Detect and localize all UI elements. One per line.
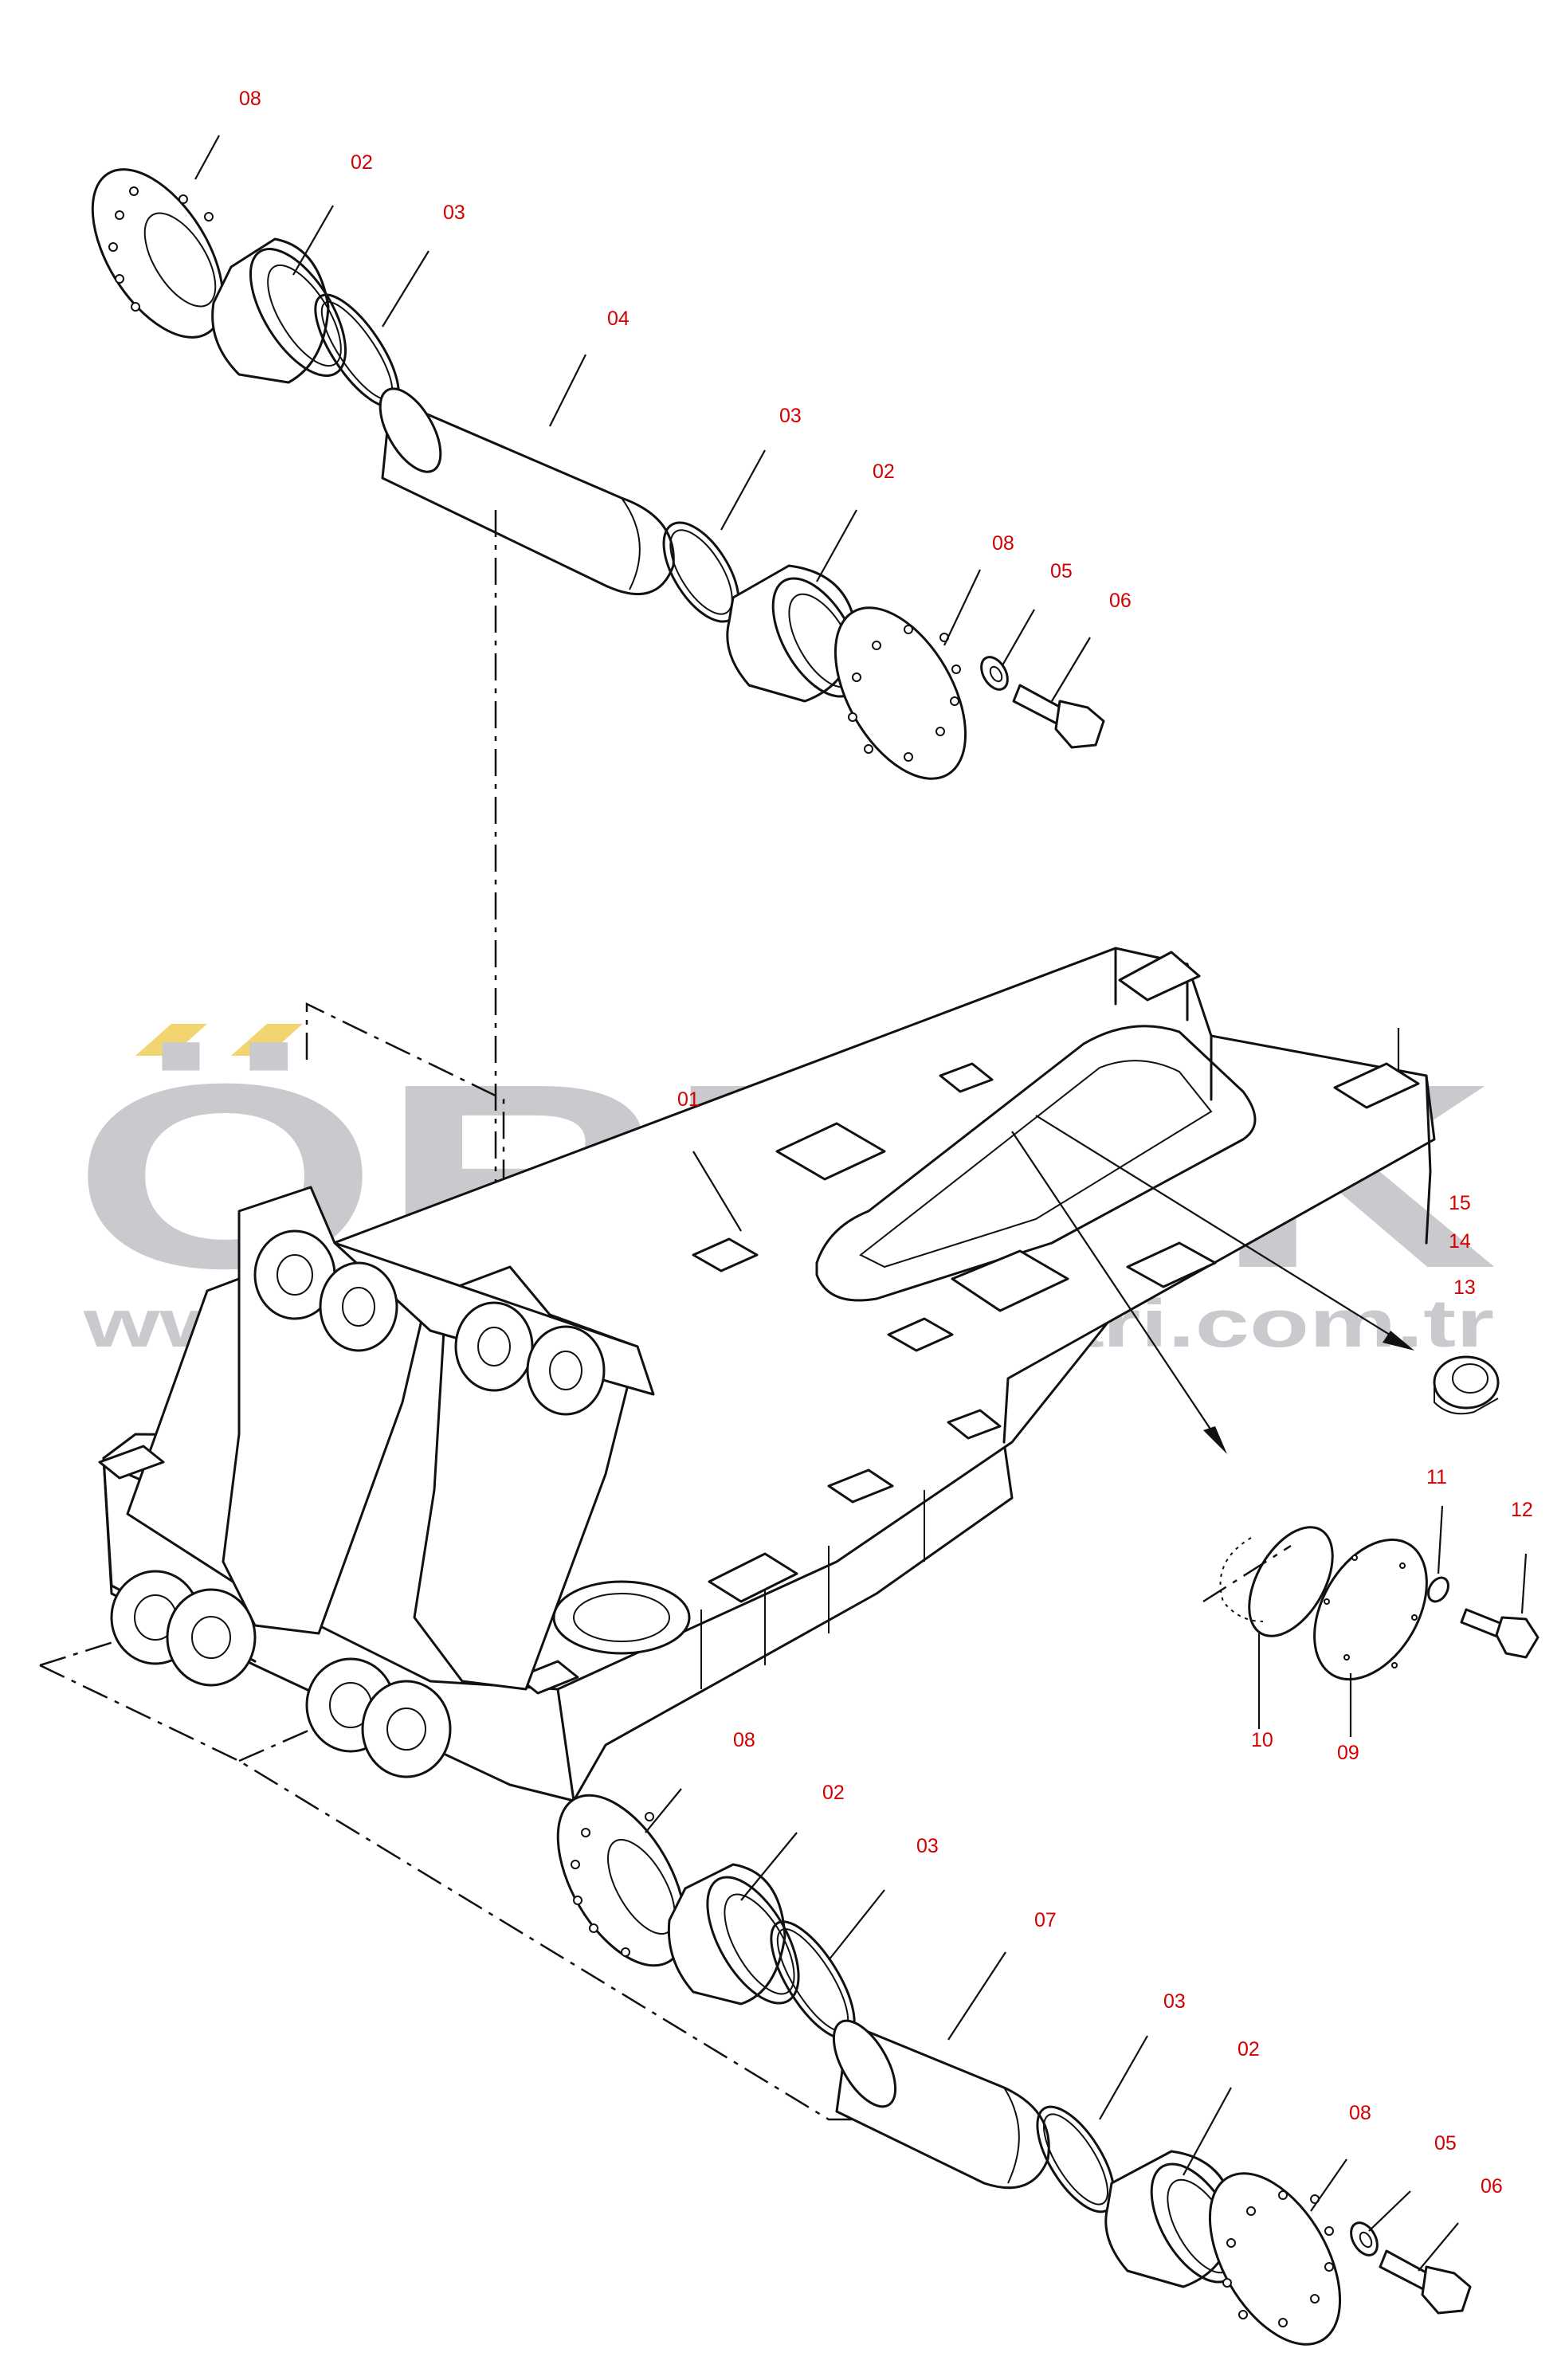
callout-top-left-bushing: 02	[351, 151, 373, 174]
bottom-left-cap	[556, 1794, 687, 1967]
leader-lines	[194, 135, 1528, 2272]
callout-top-right-cap: 08	[992, 532, 1014, 555]
callout-bottom-left-cap: 08	[733, 1729, 755, 1751]
top-bolt	[1012, 684, 1105, 749]
washer	[1427, 1576, 1449, 1603]
callout-bottom-washer: 05	[1434, 2132, 1457, 2155]
callout-top-left-cap: 08	[239, 88, 261, 110]
bottom-washer	[1350, 2221, 1379, 2256]
watermark-accent-left	[135, 1024, 207, 1056]
cover-assembly	[1219, 1526, 1540, 1681]
callout-bottom-pin: 07	[1034, 1909, 1057, 1931]
callout-top-washer: 05	[1050, 560, 1073, 582]
callout-bottom-right-cap: 08	[1349, 2102, 1371, 2124]
callout-bottom-bolt: 06	[1481, 2175, 1503, 2198]
callout-bolt-12: 12	[1511, 1499, 1533, 1521]
callout-15: 15	[1449, 1192, 1471, 1214]
callout-top-pin: 04	[607, 308, 630, 330]
callout-top-left-ring: 03	[443, 202, 465, 224]
deck-pads	[98, 951, 1420, 1695]
bottom-left-bushing	[667, 1863, 800, 2006]
top-left-cap	[91, 168, 225, 339]
watermark-accent-right	[231, 1024, 303, 1056]
top-left-bushing	[211, 237, 347, 384]
detail-arrows	[1011, 1115, 1414, 1454]
main-frame	[98, 947, 1436, 1802]
callout-bottom-right-ring: 03	[1163, 1990, 1186, 2013]
callout-bottom-left-ring: 03	[916, 1835, 939, 1857]
callout-top-bolt: 06	[1109, 590, 1132, 612]
top-right-cap	[833, 606, 967, 780]
bottom-pin-assembly	[556, 1794, 1472, 2346]
bolt	[1460, 1608, 1540, 1659]
callout-cover-09: 09	[1337, 1742, 1359, 1764]
callout-ring-10: 10	[1251, 1729, 1273, 1751]
callout-bottom-right-bushing: 02	[1237, 2038, 1260, 2060]
plug	[1433, 1355, 1500, 1415]
callout-bottom-left-bushing: 02	[822, 1782, 845, 1804]
top-pin-assembly	[91, 168, 1105, 780]
callout-top-right-ring: 03	[779, 405, 802, 427]
callout-frame: 01	[677, 1088, 700, 1111]
callout-labels: 08 02 03 04 03 02 08 05 06 01 15 14 13 1…	[239, 88, 1533, 2198]
callout-top-right-bushing: 02	[873, 461, 895, 483]
bottom-right-cap	[1208, 2172, 1342, 2346]
callout-plug: 13	[1453, 1276, 1476, 1299]
top-washer	[980, 656, 1009, 691]
ring	[1248, 1526, 1334, 1637]
callout-14: 14	[1449, 1230, 1471, 1253]
top-pin	[379, 387, 675, 596]
bottom-bolt	[1379, 2249, 1472, 2315]
bottom-pin	[832, 2019, 1050, 2190]
cover	[1313, 1538, 1428, 1681]
callout-washer-11: 11	[1426, 1466, 1447, 1488]
